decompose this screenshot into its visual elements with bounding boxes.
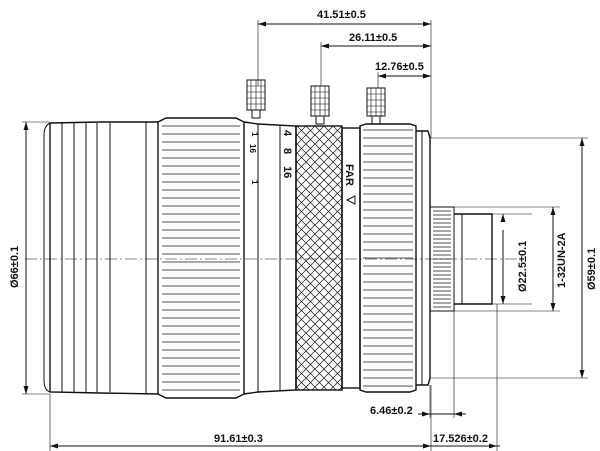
lock-screws (246, 79, 386, 125)
zoom-ring (157, 117, 245, 399)
iris-mark-4: 4 (281, 130, 293, 137)
focus-ring (359, 123, 417, 393)
dimension-lines (22, 20, 588, 451)
dim-26-11: 26.11±0.5 (349, 32, 397, 44)
iris-ring (295, 125, 343, 391)
dimension-labels: 41.51±0.5 26.11±0.5 12.76±0.5 Ø66±0.1 Ø5… (9, 9, 598, 445)
scale-band (243, 121, 297, 395)
dim-41-51: 41.51±0.5 (317, 9, 366, 21)
scale-markings: 1 16 1 16 8 4 FAR (248, 130, 356, 205)
dim-flange: 6.46±0.2 (370, 405, 413, 417)
dim-outer-diameter: Ø66±0.1 (9, 246, 21, 288)
zoom-mark-low: 1 (250, 180, 259, 185)
dim-rear-diameter: Ø59±0.1 (586, 248, 598, 290)
dim-length: 91.61±0.3 (214, 433, 263, 445)
dim-back-focus: 17.526±0.2 (433, 433, 488, 445)
focus-index-icon (345, 195, 356, 205)
lens-body (43, 121, 159, 395)
dim-thread-spec: 1-32UN-2A (556, 232, 568, 288)
iris-mark-8: 8 (281, 148, 293, 154)
dim-mount-diameter: Ø22.5±0.1 (517, 241, 529, 292)
iris-mark-16: 16 (281, 166, 293, 178)
rear-housing (416, 130, 493, 386)
dim-12-76: 12.76±0.5 (375, 61, 424, 73)
zoom-mark-mid: 16 (248, 144, 257, 153)
zoom-mark-top: 1 (250, 132, 259, 137)
focus-far-mark: FAR (343, 164, 355, 186)
